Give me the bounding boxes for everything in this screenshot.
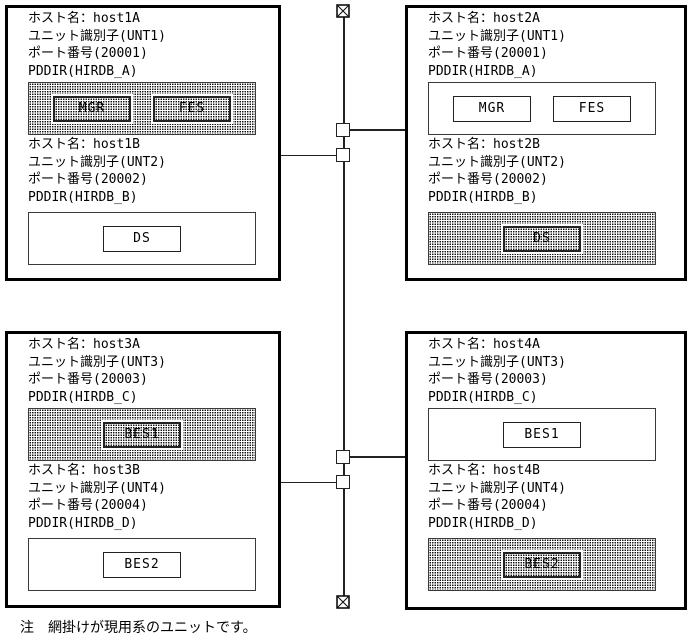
unit-box-bes1: BES1: [103, 421, 181, 448]
network-link-host2: [350, 129, 406, 131]
host-info-host4B: ホスト名：host4B ユニット識別子(UNT4) ポート番号(20004) P…: [428, 462, 684, 532]
port-number-line: ポート番号(20001): [28, 46, 148, 61]
pddir-line: PDDIR(HIRDB_A): [28, 63, 138, 79]
network-link-host4: [350, 456, 406, 458]
pddir-line: PDDIR(HIRDB_A): [428, 63, 538, 79]
unit-id-line: ユニット識別子(UNT2): [28, 154, 166, 170]
footnote: 注 網掛けが現用系のユニットです。: [20, 619, 257, 637]
unit-id-line: ユニット識別子(UNT4): [28, 480, 166, 496]
crossed-square-terminator-icon: [336, 3, 350, 18]
host-info-host1A: ホスト名：host1A ユニット識別子(UNT1) ポート番号(20001) P…: [28, 10, 278, 80]
host-name-line: ホスト名：host2A: [428, 11, 540, 26]
bus-tap-square: [336, 148, 350, 162]
crossed-square-terminator-icon: [336, 594, 350, 609]
pddir-line: PDDIR(HIRDB_C): [428, 389, 538, 405]
unit-box-mgr: MGR: [453, 95, 531, 122]
unit-box-fes: FES: [153, 95, 231, 122]
unit-id-line: ユニット識別子(UNT3): [428, 354, 566, 370]
pddir-line: PDDIR(HIRDB_B): [28, 189, 138, 205]
footnote-text: 網掛けが現用系のユニットです。: [48, 620, 257, 636]
port-number-line: ポート番号(20004): [428, 498, 548, 513]
footnote-marker: 注: [20, 620, 34, 636]
host-info-host4A: ホスト名：host4A ユニット識別子(UNT3) ポート番号(20003) P…: [428, 336, 684, 406]
unit-band-unt2: DS: [28, 212, 256, 265]
port-number-line: ポート番号(20003): [28, 372, 148, 387]
bus-tap-square: [336, 450, 350, 464]
port-number-line: ポート番号(20001): [428, 46, 548, 61]
pddir-line: PDDIR(HIRDB_B): [428, 189, 538, 205]
network-bus-line: [343, 16, 345, 596]
host-name-line: ホスト名：host4B: [428, 463, 540, 478]
host-name-line: ホスト名：host4A: [428, 337, 540, 352]
unit-box-bes1: BES1: [503, 421, 581, 448]
unit-box-mgr: MGR: [53, 95, 131, 122]
unit-band-unt2: DS: [428, 212, 656, 265]
host-name-line: ホスト名：host1B: [28, 137, 140, 152]
host-info-host2A: ホスト名：host2A ユニット識別子(UNT1) ポート番号(20001) P…: [428, 10, 684, 80]
unit-band-unt1: MGR FES: [428, 82, 656, 135]
unit-id-line: ユニット識別子(UNT2): [428, 154, 566, 170]
host-info-host2B: ホスト名：host2B ユニット識別子(UNT2) ポート番号(20002) P…: [428, 136, 684, 206]
host-name-line: ホスト名：host3B: [28, 463, 140, 478]
host-info-host3B: ホスト名：host3B ユニット識別子(UNT4) ポート番号(20004) P…: [28, 462, 278, 532]
unit-id-line: ユニット識別子(UNT4): [428, 480, 566, 496]
unit-band-unt3: BES1: [28, 408, 256, 461]
port-number-line: ポート番号(20004): [28, 498, 148, 513]
unit-id-line: ユニット識別子(UNT3): [28, 354, 166, 370]
unit-box-ds: DS: [503, 225, 581, 252]
host-name-line: ホスト名：host3A: [28, 337, 140, 352]
network-link-host1: [281, 154, 337, 156]
unit-band-unt1: MGR FES: [28, 82, 256, 135]
host-name-line: ホスト名：host1A: [28, 11, 140, 26]
unit-band-unt4: BES2: [428, 538, 656, 591]
unit-box-ds: DS: [103, 225, 181, 252]
port-number-line: ポート番号(20002): [428, 172, 548, 187]
port-number-line: ポート番号(20003): [428, 372, 548, 387]
bus-tap-square: [336, 475, 350, 489]
host-group-4: ホスト名：host4A ユニット識別子(UNT3) ポート番号(20003) P…: [405, 331, 687, 610]
host-group-1: ホスト名：host1A ユニット識別子(UNT1) ポート番号(20001) P…: [5, 5, 281, 281]
unit-band-unt3: BES1: [428, 408, 656, 461]
unit-box-bes2: BES2: [103, 551, 181, 578]
unit-id-line: ユニット識別子(UNT1): [428, 28, 566, 44]
pddir-line: PDDIR(HIRDB_D): [428, 515, 538, 531]
bus-tap-square: [336, 123, 350, 137]
port-number-line: ポート番号(20002): [28, 172, 148, 187]
unit-box-bes2: BES2: [503, 551, 581, 578]
unit-id-line: ユニット識別子(UNT1): [28, 28, 166, 44]
host-info-host3A: ホスト名：host3A ユニット識別子(UNT3) ポート番号(20003) P…: [28, 336, 278, 406]
unit-band-unt4: BES2: [28, 538, 256, 591]
host-group-2: ホスト名：host2A ユニット識別子(UNT1) ポート番号(20001) P…: [405, 5, 687, 281]
host-info-host1B: ホスト名：host1B ユニット識別子(UNT2) ポート番号(20002) P…: [28, 136, 278, 206]
unit-box-fes: FES: [553, 95, 631, 122]
host-group-3: ホスト名：host3A ユニット識別子(UNT3) ポート番号(20003) P…: [5, 331, 281, 608]
pddir-line: PDDIR(HIRDB_C): [28, 389, 138, 405]
host-name-line: ホスト名：host2B: [428, 137, 540, 152]
pddir-line: PDDIR(HIRDB_D): [28, 515, 138, 531]
network-link-host3: [281, 481, 337, 483]
